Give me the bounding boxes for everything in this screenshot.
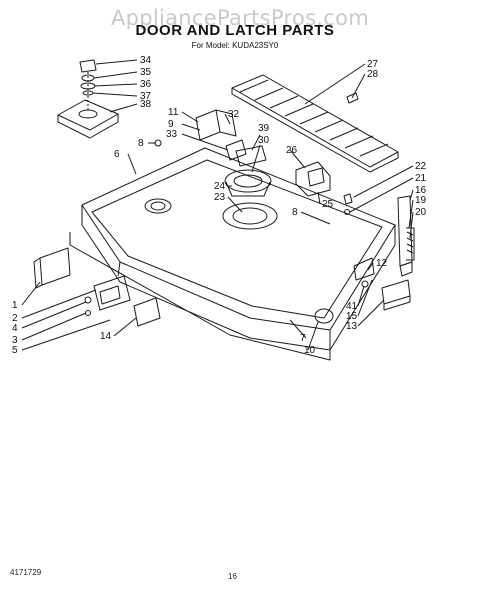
callout-2: 2 bbox=[12, 313, 18, 324]
inner-door-panel-edge bbox=[329, 225, 396, 351]
callout-28: 28 bbox=[367, 69, 379, 80]
latch-spring bbox=[406, 227, 415, 261]
page-title: DOOR AND LATCH PARTS bbox=[135, 22, 335, 39]
hinge-arm-side bbox=[33, 257, 43, 289]
hinge-bracket bbox=[195, 109, 221, 141]
hinge-cover bbox=[133, 297, 161, 327]
hinge-washer bbox=[85, 310, 91, 316]
callout-3: 3 bbox=[12, 335, 18, 346]
hinge-housing-face bbox=[99, 285, 121, 305]
rinse-aid-cap bbox=[150, 201, 166, 211]
callout-8-lower: 8 bbox=[292, 207, 298, 218]
callout-34: 34 bbox=[140, 55, 152, 66]
vent-strip-underside bbox=[231, 88, 399, 173]
leader-lines bbox=[21, 59, 414, 351]
callout-10: 10 bbox=[304, 345, 316, 356]
knob bbox=[79, 59, 97, 73]
callout-16: 16 bbox=[415, 185, 427, 196]
latch-housing bbox=[295, 161, 331, 197]
callout-7: 7 bbox=[300, 333, 306, 344]
door-switch-block bbox=[225, 139, 247, 161]
latch-housing-face bbox=[307, 167, 325, 187]
callout-36: 36 bbox=[140, 79, 152, 90]
callout-30: 30 bbox=[258, 135, 270, 146]
latch-bar bbox=[397, 195, 413, 267]
hinge-housing bbox=[93, 275, 131, 311]
doc-number: 4171729 bbox=[10, 568, 42, 577]
vent-screw bbox=[346, 92, 359, 104]
callout-20: 20 bbox=[415, 207, 427, 218]
callout-1: 1 bbox=[12, 300, 18, 311]
spray-arm-ring bbox=[224, 169, 272, 193]
callout-21: 21 bbox=[415, 173, 427, 184]
callout-6: 6 bbox=[114, 149, 120, 160]
callout-24: 24 bbox=[214, 181, 226, 192]
latch-bar-foot bbox=[399, 261, 413, 277]
callout-11: 11 bbox=[168, 107, 179, 118]
callout-4: 4 bbox=[12, 323, 18, 334]
callout-23: 23 bbox=[214, 192, 226, 203]
hinge-arm bbox=[39, 247, 71, 286]
callout-14: 14 bbox=[100, 331, 112, 342]
callout-19: 19 bbox=[415, 195, 427, 206]
callout-26: 26 bbox=[286, 145, 298, 156]
watermark: AppliancePartsPros.com bbox=[110, 6, 370, 30]
callout-12: 12 bbox=[376, 258, 388, 269]
hinge-screw bbox=[84, 296, 92, 304]
callout-38: 38 bbox=[140, 99, 152, 110]
callout-41: 41 bbox=[346, 301, 358, 312]
page-number: 16 bbox=[228, 572, 237, 581]
callout-22: 22 bbox=[415, 161, 427, 172]
hinge-bracket-side bbox=[215, 109, 237, 137]
callout-13: 13 bbox=[346, 321, 358, 332]
detergent-dispenser bbox=[222, 202, 278, 230]
callout-15: 15 bbox=[346, 311, 358, 322]
callout-5: 5 bbox=[12, 345, 18, 356]
callout-37: 37 bbox=[140, 91, 152, 102]
callout-27: 27 bbox=[367, 59, 379, 70]
rinse-aid-dispenser bbox=[144, 198, 172, 214]
latch-pin-washer bbox=[344, 209, 350, 215]
callout-9: 9 bbox=[168, 119, 174, 130]
callout-32: 32 bbox=[228, 109, 240, 120]
spring-coils bbox=[406, 231, 414, 254]
callout-35: 35 bbox=[140, 67, 152, 78]
model-line: For Model: KUDA23SY0 bbox=[191, 41, 279, 50]
inner-door-panel-rim bbox=[91, 159, 383, 319]
control-bracket-hub bbox=[78, 109, 98, 119]
latch-bracket bbox=[381, 279, 411, 305]
latch-pin bbox=[343, 193, 353, 205]
vent-strip bbox=[231, 74, 399, 168]
door-knob-10 bbox=[314, 308, 334, 324]
callout-labels: 34 35 36 37 38 11 9 32 33 8 6 39 30 24 2… bbox=[12, 55, 427, 356]
outer-door-corner bbox=[117, 261, 121, 277]
callout-39: 39 bbox=[258, 123, 270, 134]
control-bracket-side bbox=[57, 114, 119, 139]
detergent-dispenser-inner bbox=[232, 207, 268, 225]
spray-arm-ring-inner bbox=[233, 174, 263, 188]
vent-strip-slats bbox=[239, 79, 389, 157]
nut-41 bbox=[361, 280, 369, 288]
latch-bracket-side bbox=[383, 296, 411, 311]
spray-arm-body bbox=[225, 181, 271, 197]
callout-25: 25 bbox=[322, 199, 334, 210]
callout-33: 33 bbox=[166, 129, 178, 140]
strike-plate bbox=[353, 257, 375, 281]
callout-8-upper: 8 bbox=[138, 138, 144, 149]
outer-door-edge bbox=[69, 232, 331, 361]
